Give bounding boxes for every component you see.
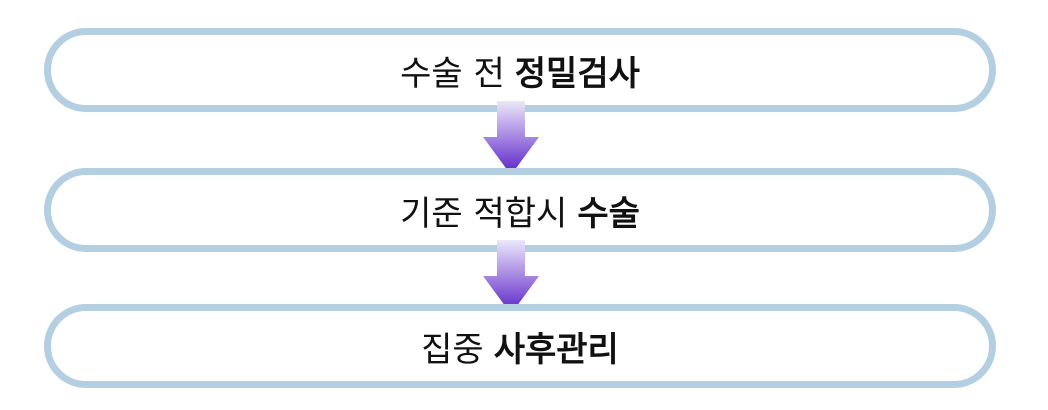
down-arrow-icon <box>483 101 539 175</box>
step-3-emphasis: 사후관리 <box>493 329 619 370</box>
step-3-text: 집중 <box>421 329 484 370</box>
step-1-emphasis: 정밀검사 <box>514 53 640 94</box>
flow-step-1: 수술 전 정밀검사 <box>44 28 996 112</box>
step-1-text: 수술 전 <box>400 53 505 94</box>
flow-step-3: 집중 사후관리 <box>44 304 996 388</box>
step-2-emphasis: 수술 <box>577 193 640 234</box>
step-2-text: 기준 적합시 <box>400 193 568 234</box>
down-arrow-icon <box>483 240 539 314</box>
